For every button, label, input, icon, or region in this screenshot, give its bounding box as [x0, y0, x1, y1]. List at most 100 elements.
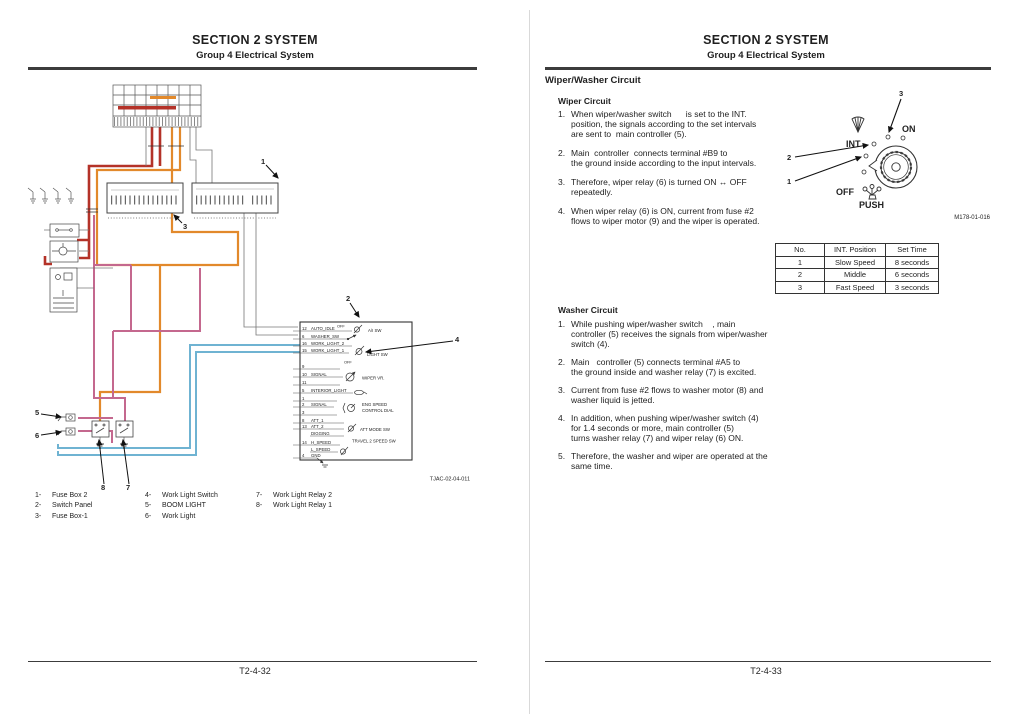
figure-callouts: 3 2 1 [787, 89, 903, 186]
right-figure-id: M178-01-016 [954, 215, 990, 221]
legend-item: 7-Work Light Relay 2 [256, 491, 332, 501]
panel-pin: 12 [302, 326, 307, 331]
legend-label: Work Light Relay 1 [273, 502, 333, 510]
position-dots [861, 134, 906, 175]
wiper-washer-title: Wiper/Washer Circuit [545, 75, 641, 86]
cell: Fast Speed [824, 280, 886, 294]
panel-side-label: CONTROL DIAL [362, 408, 394, 413]
cell: 6 seconds [885, 268, 939, 282]
page-gutter [529, 10, 530, 714]
item-number: 1. [558, 319, 566, 329]
left-components [27, 187, 80, 436]
washer-circuit-heading: Washer Circuit [558, 305, 618, 315]
wiper-circuit-list: 1.When wiper/washer switch is set to the… [558, 109, 803, 235]
panel-label: ATT_1 [311, 418, 324, 423]
item-number: 4. [558, 206, 566, 216]
work-light-relay-1 [91, 420, 110, 438]
fuse-box-2-block [106, 182, 184, 219]
cell: 3 [775, 280, 825, 294]
int-position-table: No. INT. Position Set Time 1 Slow Speed … [775, 243, 939, 294]
left-section-title: SECTION 2 SYSTEM [192, 33, 318, 47]
wiper-icon [851, 116, 865, 134]
wire-blue [57, 344, 300, 456]
callout-3: 3 [183, 222, 187, 231]
callout-1: 1 [261, 157, 265, 166]
panel-label: WORK_LIGHT_2 [311, 341, 345, 346]
panel-label: L_SPEED [311, 447, 330, 452]
panel-label: AUTO_IDLE [311, 326, 335, 331]
legend-num: 3- [35, 512, 42, 520]
callout-7: 7 [126, 483, 130, 492]
panel-off-mid: OFF [344, 360, 352, 365]
work-light-relay-2 [115, 420, 134, 438]
table-row: 1 Slow Speed 8 seconds [775, 255, 939, 269]
switch-knob [868, 145, 918, 189]
legend-item: 1-Fuse Box 2 [35, 491, 92, 501]
switch-panel: OFF OFF 12 AUTO_IDLE 6 WASHER_SW 16 WORK… [293, 321, 413, 468]
item-text: While pushing wiper/washer switch , main… [571, 319, 768, 349]
legend-num: 1- [35, 492, 42, 499]
washer-circuit-list: 1. While pushing wiper/washer switch , ma… [558, 319, 803, 479]
wiper-circuit-heading: Wiper Circuit [558, 96, 611, 106]
legend-num: 7- [256, 492, 263, 499]
cell: Slow Speed [824, 255, 886, 269]
panel-side-label: TRAVEL 2 SPEED SW [352, 439, 397, 444]
col-header: Set Time [885, 243, 939, 257]
legend-num: 8- [256, 502, 263, 510]
item-number: 2. [558, 148, 566, 158]
item-text: Main controller (5) connects terminal #A… [571, 357, 757, 377]
list-item: 1.When wiper/washer switch is set to the… [558, 109, 803, 139]
diagram-callouts: 1 2 3 4 5 6 7 8 [35, 157, 460, 492]
cell: 2 [775, 268, 825, 282]
left-header-rule [28, 67, 477, 70]
right-page-number: T2-4-33 [750, 666, 782, 676]
cell: Middle [824, 268, 886, 282]
legend-label: Switch Panel [52, 502, 93, 510]
item-text: In addition, when pushing wiper/washer s… [571, 413, 759, 443]
item-number: 3. [558, 177, 566, 187]
wiper-switch-figure: INT ON OFF PUSH 3 2 1 M178-01-016 [787, 89, 991, 221]
item-number: 3. [558, 385, 566, 395]
panel-label: SIGNAL [311, 372, 327, 377]
panel-label: ATT_2 [311, 424, 324, 429]
harness-connector [112, 84, 202, 128]
legend-item: 4-Work Light Switch [145, 491, 218, 501]
right-page-header: SECTION 2 SYSTEM Group 4 Electrical Syst… [540, 33, 992, 61]
panel-switch-symbols [316, 324, 368, 468]
col-header: No. [775, 243, 825, 257]
work-light-connector [57, 427, 76, 436]
panel-pin: 9 [302, 364, 305, 369]
panel-side-label: A/I SW [368, 328, 382, 333]
callout-2: 2 [346, 294, 350, 303]
item-text: Current from fuse #2 flows to washer mot… [571, 385, 764, 405]
left-page-header: SECTION 2 SYSTEM Group 4 Electrical Syst… [0, 33, 510, 61]
right-group-title: Group 4 Electrical System [707, 50, 825, 61]
panel-side-label: WIPER VR. [362, 376, 384, 381]
item-text: When wiper relay (6) is ON, current from… [571, 206, 760, 226]
panel-label: GND [311, 453, 321, 458]
left-figure-id: TJAC-02-04-011 [430, 477, 470, 483]
item-number: 2. [558, 357, 566, 367]
switch-labels: INT ON OFF PUSH [836, 124, 916, 210]
panel-label: WORK_LIGHT_1 [311, 348, 345, 353]
panel-pin: 4 [302, 453, 305, 458]
panel-label: H_SPEED [311, 440, 331, 445]
panel-off-top: OFF [337, 324, 345, 329]
legend-label: BOOM LIGHT [162, 502, 206, 510]
list-item: 1. While pushing wiper/washer switch , ma… [558, 319, 803, 349]
legend-item: 6-Work Light [145, 512, 218, 522]
list-item: 2.Main controller connects terminal #B9 … [558, 148, 803, 168]
label-on: ON [902, 124, 916, 134]
item-text: Therefore, the washer and wiper are oper… [571, 451, 768, 471]
col-header: INT. Position [824, 243, 886, 257]
wire-orange [95, 127, 240, 421]
callout-2: 2 [787, 153, 791, 162]
panel-pin: 6 [302, 334, 305, 339]
panel-pin: 2 [302, 402, 305, 407]
panel-pin: 3 [302, 410, 305, 415]
panel-label: INTERIOR_LIGHT [311, 388, 347, 393]
callout-4: 4 [455, 335, 460, 344]
panel-row-lines [293, 330, 353, 459]
panel-label: DIGGING [311, 431, 330, 436]
legend-num: 6- [145, 512, 152, 520]
